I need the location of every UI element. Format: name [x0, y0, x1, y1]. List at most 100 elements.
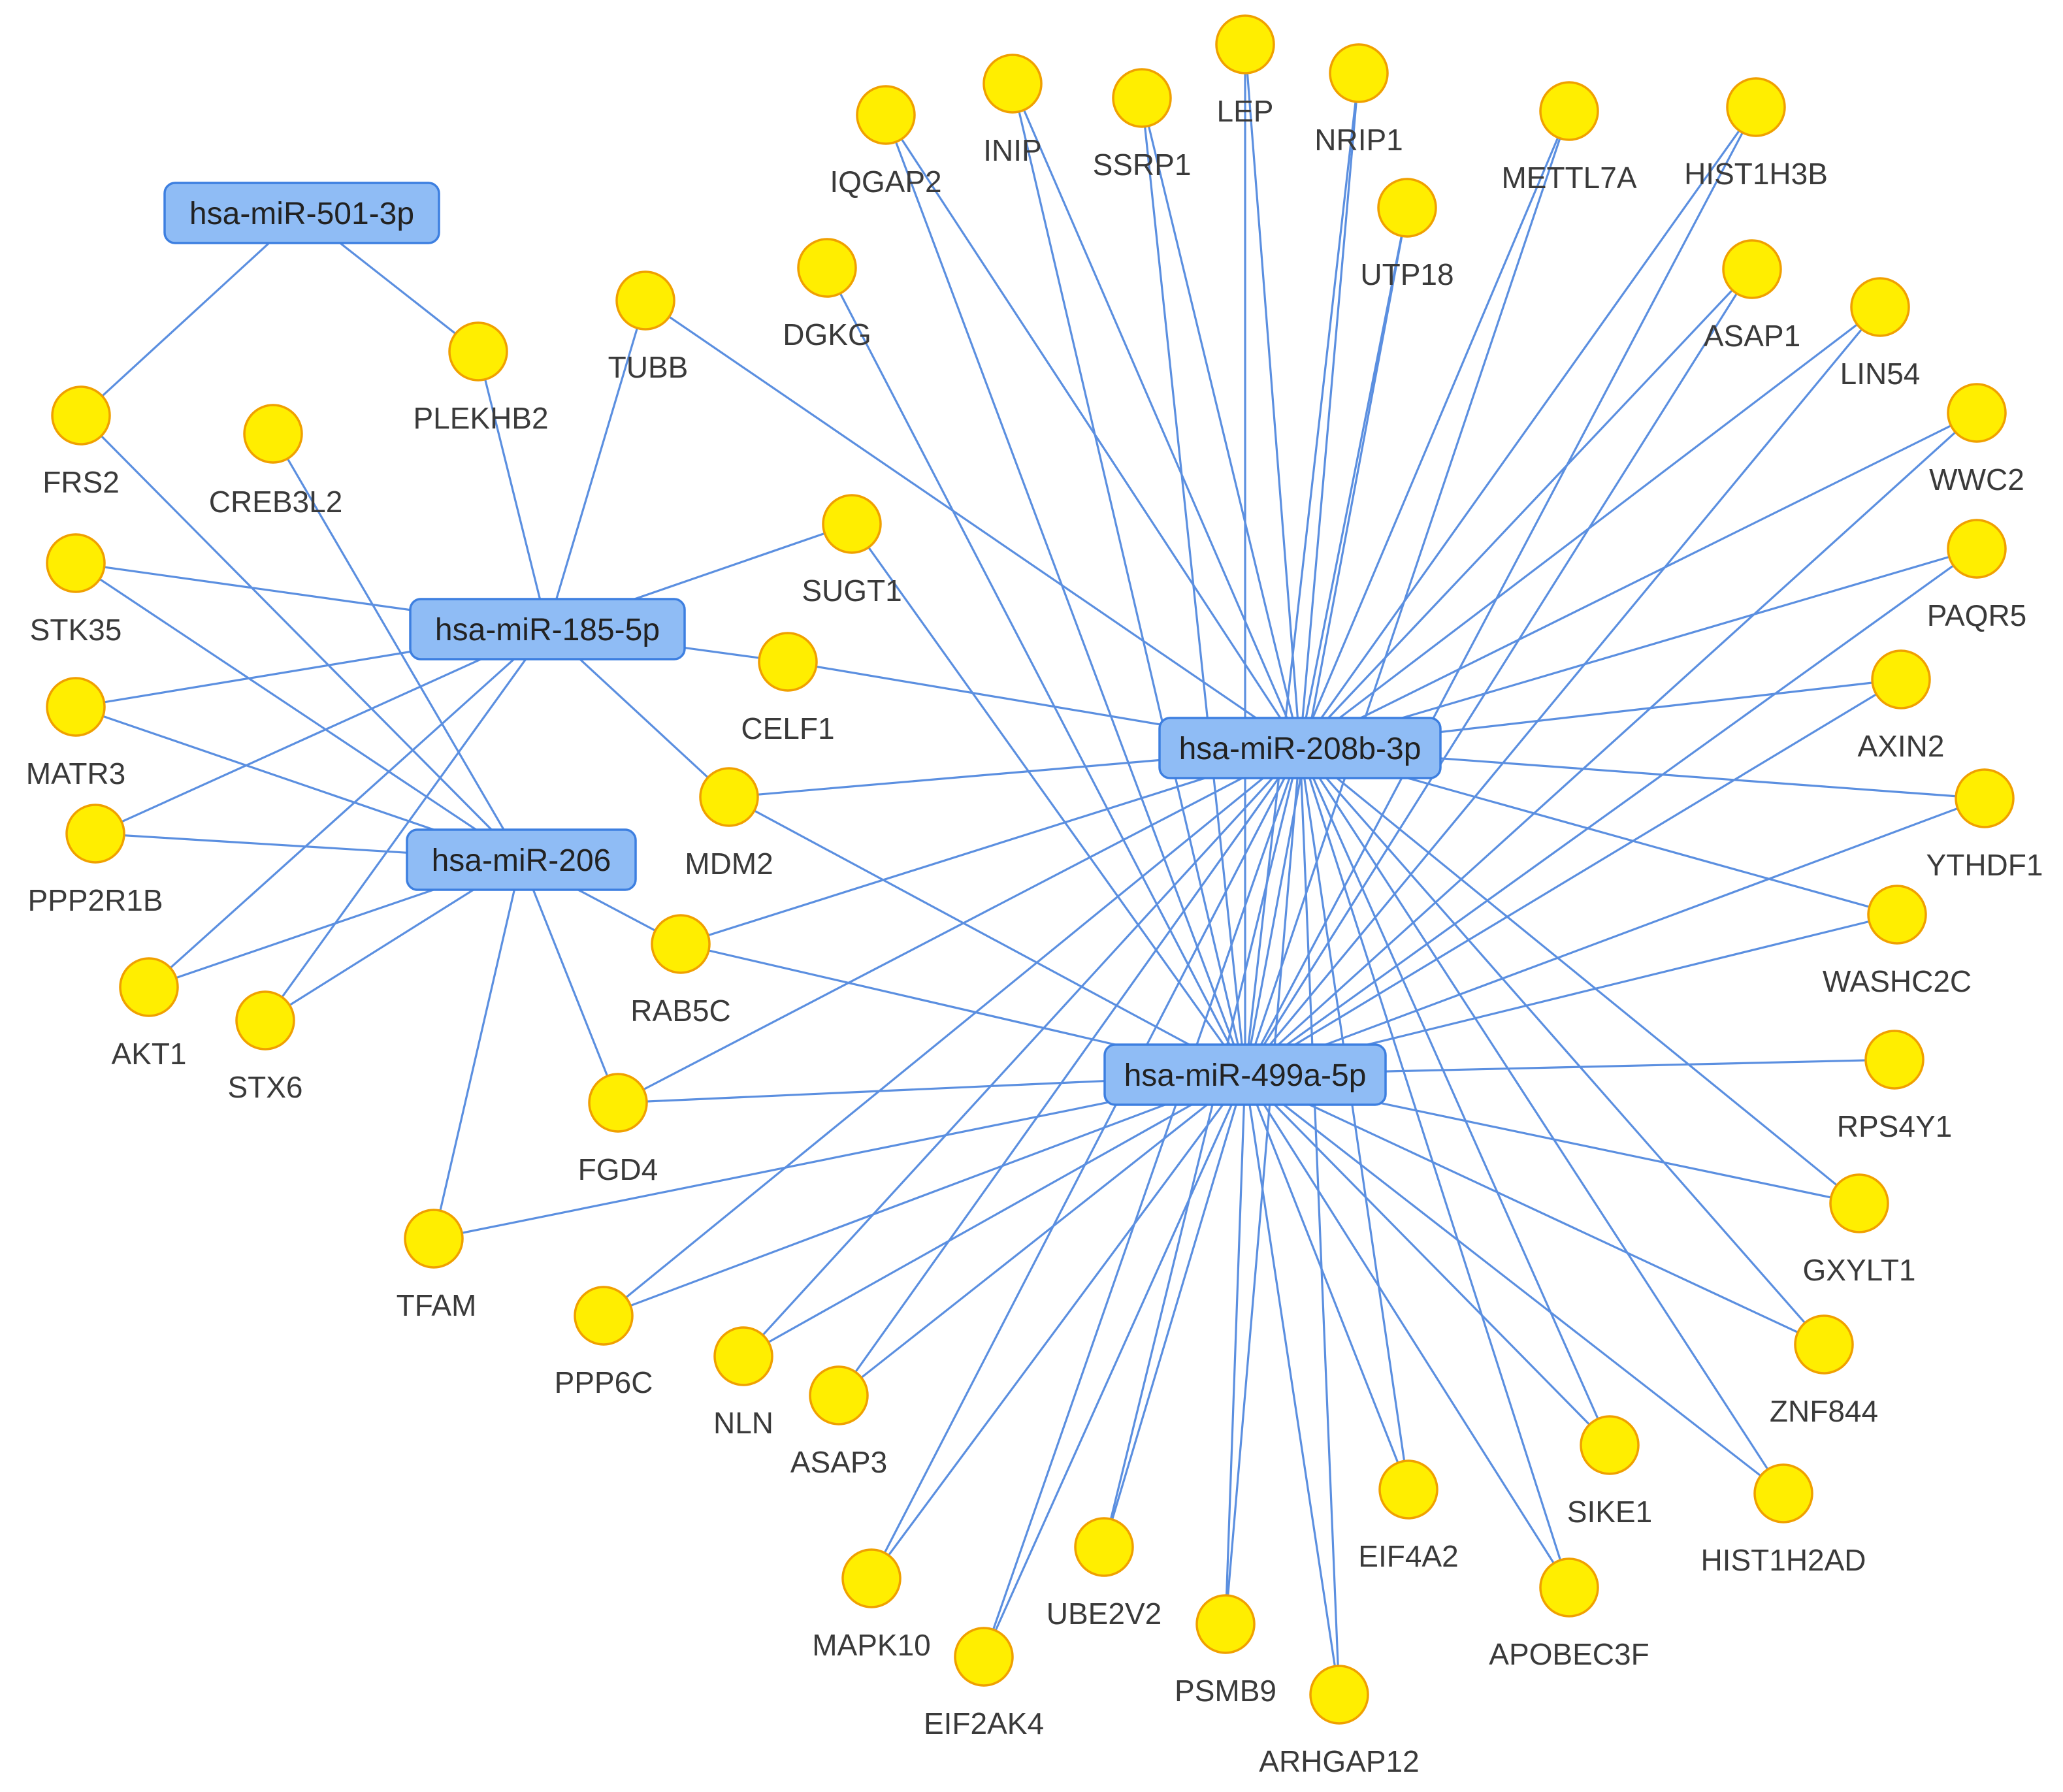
mirna-box[interactable] [1103, 1043, 1387, 1106]
gene-circle[interactable] [1947, 383, 2007, 443]
gene-circle[interactable] [574, 1286, 634, 1346]
gene-circle[interactable] [1195, 1594, 1256, 1654]
gene-node-tfam[interactable]: TFAM [397, 1209, 477, 1322]
mirna-box[interactable] [1158, 717, 1442, 779]
gene-circle[interactable] [1867, 885, 1927, 945]
gene-circle[interactable] [1112, 68, 1172, 128]
gene-node-dgkg[interactable]: DGKG [783, 238, 871, 351]
gene-circle[interactable] [1215, 14, 1275, 74]
gene-node-mettl7a[interactable]: METTL7A [1501, 81, 1637, 195]
gene-circle[interactable] [822, 494, 882, 554]
gene-circle[interactable] [119, 957, 179, 1017]
gene-node-apobec3f[interactable]: APOBEC3F [1489, 1557, 1649, 1671]
gene-circle[interactable] [1539, 1557, 1599, 1618]
gene-circle[interactable] [588, 1073, 648, 1133]
gene-node-znf844[interactable]: ZNF844 [1770, 1314, 1878, 1428]
gene-circle[interactable] [1580, 1415, 1640, 1475]
gene-node-creb3l2[interactable]: CREB3L2 [209, 404, 343, 519]
gene-node-hist1h2ad[interactable]: HIST1H2AD [1700, 1463, 1866, 1577]
gene-circle[interactable] [1377, 178, 1437, 238]
gene-circle[interactable] [46, 533, 106, 593]
gene-node-rab5c[interactable]: RAB5C [630, 914, 731, 1028]
mirna-box[interactable] [406, 828, 637, 891]
gene-node-utp18[interactable]: UTP18 [1360, 178, 1454, 291]
gene-circle[interactable] [797, 238, 857, 298]
gene-node-inip[interactable]: INIP [983, 54, 1043, 167]
gene-circle[interactable] [448, 321, 508, 382]
mirna-box[interactable] [409, 598, 686, 660]
gene-circle[interactable] [841, 1548, 902, 1608]
mirna-node-hsa-mir-208b-3p[interactable]: hsa-miR-208b-3p [1158, 717, 1442, 779]
gene-circle[interactable] [651, 914, 711, 974]
gene-node-ppp2r1b[interactable]: PPP2R1B [27, 804, 163, 917]
gene-circle[interactable] [1378, 1459, 1438, 1520]
mirna-box[interactable] [163, 182, 440, 244]
gene-node-fgd4[interactable]: FGD4 [578, 1073, 658, 1186]
gene-circle[interactable] [758, 632, 818, 692]
gene-node-nln[interactable]: NLN [713, 1326, 773, 1440]
gene-node-lep[interactable]: LEP [1215, 14, 1275, 128]
gene-circle[interactable] [243, 404, 303, 464]
gene-circle[interactable] [1829, 1173, 1889, 1233]
gene-node-asap3[interactable]: ASAP3 [790, 1365, 887, 1479]
gene-node-matr3[interactable]: MATR3 [26, 677, 126, 790]
gene-circle[interactable] [1794, 1314, 1854, 1375]
mirna-node-hsa-mir-499a-5p[interactable]: hsa-miR-499a-5p [1103, 1043, 1387, 1106]
gene-circle[interactable] [1955, 768, 2015, 828]
gene-node-celf1[interactable]: CELF1 [741, 632, 835, 745]
gene-circle[interactable] [856, 85, 916, 145]
gene-node-mapk10[interactable]: MAPK10 [812, 1548, 931, 1662]
gene-circle[interactable] [46, 677, 106, 737]
gene-circle[interactable] [1753, 1463, 1813, 1523]
gene-circle[interactable] [1722, 239, 1782, 299]
gene-node-mdm2[interactable]: MDM2 [685, 767, 773, 881]
gene-node-gxylt1[interactable]: GXYLT1 [1803, 1173, 1916, 1287]
gene-node-axin2[interactable]: AXIN2 [1858, 649, 1945, 763]
gene-node-eif2ak4[interactable]: EIF2AK4 [924, 1627, 1044, 1740]
gene-circle[interactable] [1726, 77, 1786, 137]
mirna-node-hsa-mir-185-5p[interactable]: hsa-miR-185-5p [409, 598, 686, 660]
gene-circle[interactable] [954, 1627, 1014, 1687]
gene-node-stx6[interactable]: STX6 [227, 990, 303, 1104]
gene-node-asap1[interactable]: ASAP1 [1704, 239, 1800, 353]
gene-node-psmb9[interactable]: PSMB9 [1175, 1594, 1276, 1708]
gene-node-sike1[interactable]: SIKE1 [1567, 1415, 1652, 1529]
gene-circle[interactable] [51, 385, 111, 446]
gene-circle[interactable] [1309, 1665, 1369, 1725]
gene-circle[interactable] [1871, 649, 1931, 709]
gene-node-nrip1[interactable]: NRIP1 [1314, 43, 1403, 157]
gene-node-wwc2[interactable]: WWC2 [1929, 383, 2024, 497]
gene-node-sugt1[interactable]: SUGT1 [802, 494, 902, 608]
gene-node-plekhb2[interactable]: PLEKHB2 [413, 321, 549, 435]
gene-circle[interactable] [404, 1209, 464, 1269]
gene-node-lin54[interactable]: LIN54 [1840, 277, 1921, 391]
gene-node-ube2v2[interactable]: UBE2V2 [1047, 1517, 1161, 1631]
mirna-node-hsa-mir-206[interactable]: hsa-miR-206 [406, 828, 637, 891]
gene-circle[interactable] [1947, 519, 2007, 579]
gene-circle[interactable] [699, 767, 759, 827]
gene-node-frs2[interactable]: FRS2 [42, 385, 120, 499]
gene-circle[interactable] [809, 1365, 869, 1425]
gene-node-rps4y1[interactable]: RPS4Y1 [1837, 1030, 1952, 1143]
gene-circle[interactable] [1539, 81, 1599, 141]
gene-node-ythdf1[interactable]: YTHDF1 [1926, 768, 2043, 882]
gene-node-akt1[interactable]: AKT1 [111, 957, 187, 1071]
gene-circle[interactable] [1850, 277, 1910, 337]
gene-node-tubb[interactable]: TUBB [608, 270, 689, 384]
gene-circle[interactable] [1074, 1517, 1134, 1577]
gene-node-paqr5[interactable]: PAQR5 [1927, 519, 2027, 632]
gene-circle[interactable] [235, 990, 295, 1051]
gene-node-iqgap2[interactable]: IQGAP2 [830, 85, 942, 199]
gene-circle[interactable] [1329, 43, 1389, 103]
gene-circle[interactable] [713, 1326, 773, 1386]
gene-node-ppp6c[interactable]: PPP6C [555, 1286, 653, 1399]
gene-circle[interactable] [65, 804, 125, 864]
gene-circle[interactable] [1864, 1030, 1925, 1090]
mirna-node-hsa-mir-501-3p[interactable]: hsa-miR-501-3p [163, 182, 440, 244]
gene-node-washc2c[interactable]: WASHC2C [1823, 885, 1972, 998]
gene-node-eif4a2[interactable]: EIF4A2 [1358, 1459, 1459, 1573]
gene-circle[interactable] [615, 270, 675, 331]
gene-node-stk35[interactable]: STK35 [30, 533, 122, 647]
gene-node-ssrp1[interactable]: SSRP1 [1093, 68, 1192, 182]
gene-circle[interactable] [983, 54, 1043, 114]
